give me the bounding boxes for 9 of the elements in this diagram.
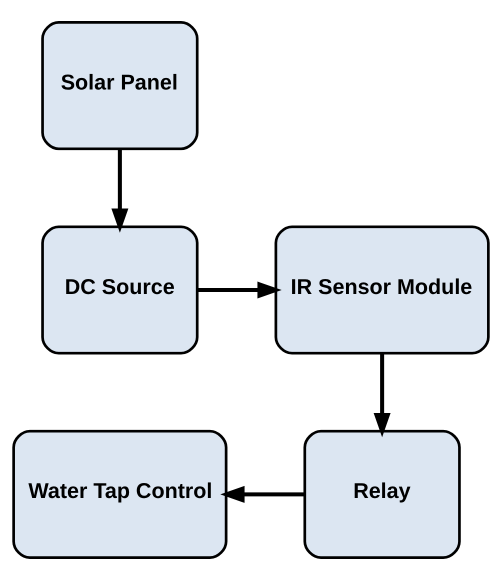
- arrow: [111, 148, 128, 232]
- arrow: [374, 353, 391, 437]
- node-box: Relay: [303, 429, 461, 558]
- node-box: IR Sensor Module: [274, 224, 490, 354]
- node-box: DC Source: [41, 224, 199, 354]
- arrow: [220, 485, 304, 502]
- node-box: Water Tap Control: [12, 429, 228, 558]
- node-box: Solar Panel: [41, 20, 199, 150]
- arrow: [197, 281, 282, 298]
